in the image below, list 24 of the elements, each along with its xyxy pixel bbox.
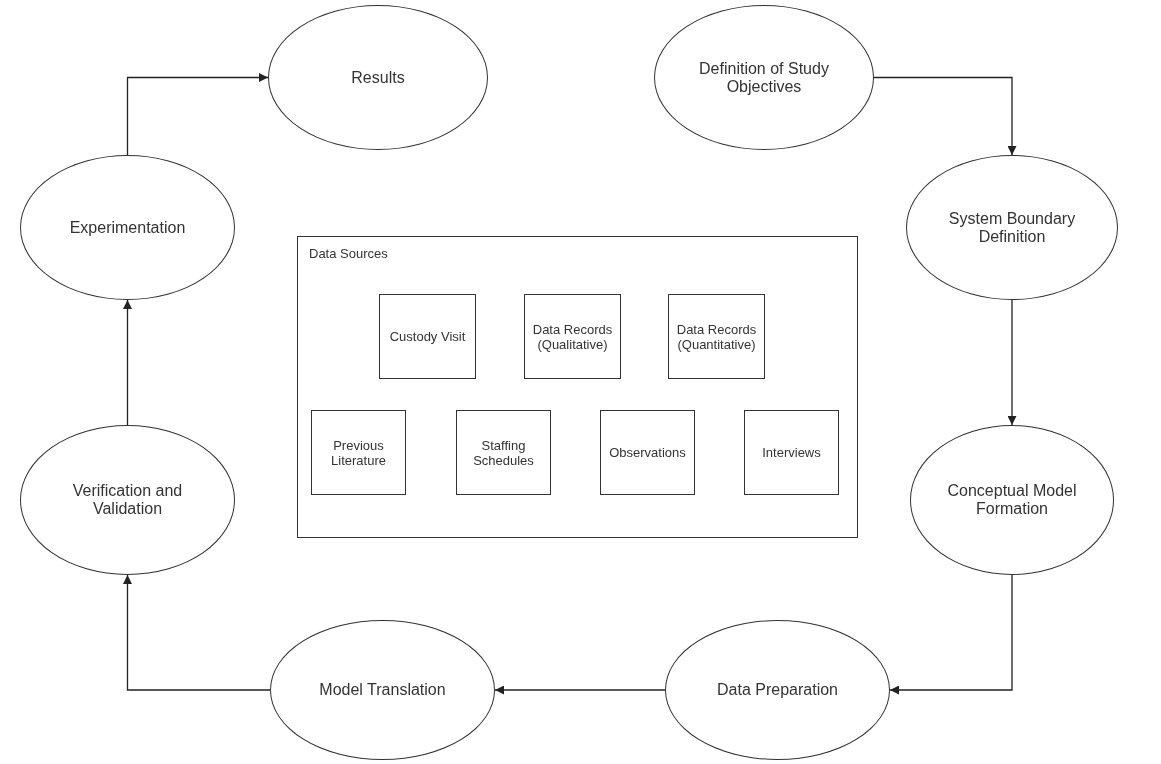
data-source-box: Interviews xyxy=(744,410,839,495)
arrow xyxy=(1007,299,1017,426)
process-ellipse: Results xyxy=(268,5,488,150)
data-sources-panel xyxy=(297,236,858,538)
process-ellipse: Model Translation xyxy=(270,620,495,760)
data-source-box: Data Records (Quantitative) xyxy=(668,294,765,379)
data-source-box: Previous Literature xyxy=(311,410,406,495)
data-source-box: Staffing Schedules xyxy=(456,410,551,495)
process-ellipse: Data Preparation xyxy=(665,620,890,760)
process-ellipse: Definition of Study Objectives xyxy=(654,5,874,150)
process-ellipse: Conceptual Model Formation xyxy=(910,425,1114,575)
process-ellipse: System Boundary Definition xyxy=(906,155,1118,300)
arrow xyxy=(889,574,1013,695)
arrow xyxy=(126,73,269,156)
arrow xyxy=(494,685,666,695)
data-source-box: Data Records (Qualitative) xyxy=(524,294,621,379)
arrow xyxy=(123,574,271,691)
data-source-box: Observations xyxy=(600,410,695,495)
arrow xyxy=(873,76,1017,156)
panel-title: Data Sources xyxy=(309,246,388,261)
arrow xyxy=(123,299,132,426)
data-source-box: Custody Visit xyxy=(379,294,476,379)
process-ellipse: Experimentation xyxy=(20,155,235,300)
process-ellipse: Verification and Validation xyxy=(20,425,235,575)
